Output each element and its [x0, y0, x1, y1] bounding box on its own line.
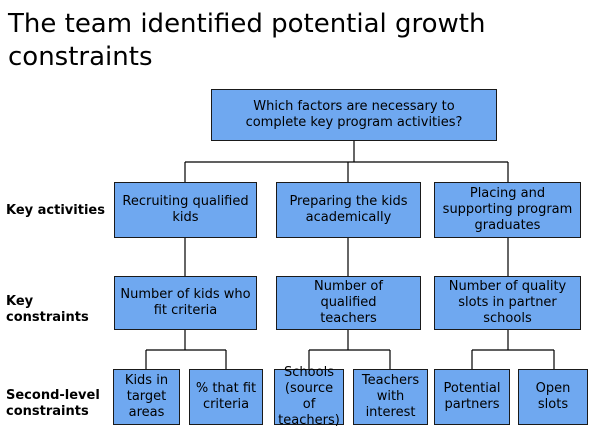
- activity-box-recruiting: Recruiting qualified kids: [114, 182, 257, 238]
- constraint-box-kids-fit-criteria: Number of kids who fit criteria: [114, 276, 257, 330]
- page-title: The team identified potential growth con…: [8, 9, 486, 72]
- row-label-second-level: Second-level constraints: [6, 388, 100, 419]
- second-level-box-teachers-interest: Teachers with interest: [353, 369, 428, 425]
- row-label-activities: Key activities: [6, 203, 105, 218]
- row-label-constraints: Key constraints: [6, 294, 89, 325]
- constraint-box-quality-slots: Number of quality slots in partner schoo…: [434, 276, 581, 330]
- second-level-box-schools: Schools (source of teachers): [274, 365, 344, 428]
- second-level-box-potential-partners: Potential partners: [434, 369, 510, 425]
- root-question-box: Which factors are necessary to complete …: [211, 89, 497, 141]
- second-level-box-kids-target-areas: Kids in target areas: [113, 369, 180, 425]
- activity-box-preparing: Preparing the kids academically: [276, 182, 421, 238]
- constraint-box-qualified-teachers: Number of qualified teachers: [276, 276, 421, 330]
- activity-box-placing: Placing and supporting program graduates: [434, 182, 581, 238]
- second-level-box-open-slots: Open slots: [518, 369, 588, 425]
- second-level-box-percent-fit: % that fit criteria: [189, 369, 263, 425]
